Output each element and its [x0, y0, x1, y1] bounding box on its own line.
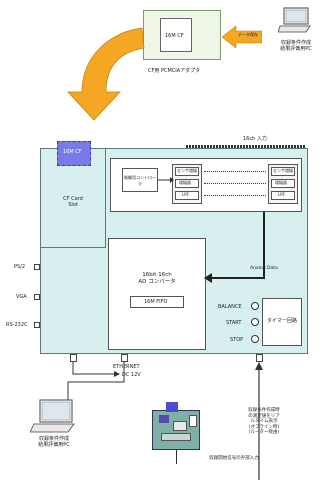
adapter-label: CF用 PCMCIAアダプタ: [148, 68, 201, 74]
control-controller: [122, 168, 158, 192]
adc-box: [108, 238, 206, 350]
circuit-board-image: [152, 410, 200, 450]
io-port-vga-connector: [34, 294, 40, 300]
amp-row-2-left: [175, 179, 199, 188]
circuit-board-cable: [166, 402, 178, 412]
cf-card-small: [57, 141, 91, 166]
io-port-ps2-connector: [34, 264, 40, 270]
ethernet-connector: [121, 354, 128, 362]
fifo-box: [130, 296, 184, 308]
io-port-vga: VGA: [16, 294, 27, 300]
amp-row-1-right-label: センサ増幅: [273, 168, 293, 173]
cf-slot-label: CF Card Slot: [63, 196, 83, 208]
controller-arrow: [158, 177, 174, 183]
laptop-top-caption: 収録条件作成 結果評価用PC: [280, 40, 312, 52]
laptop-icon: [30, 399, 75, 433]
amp-row-1-left: [175, 167, 199, 176]
control-controller-label: 制御用コントローラ: [124, 175, 156, 186]
circuit-board-chip: [159, 415, 169, 423]
stop-button[interactable]: [251, 335, 259, 343]
laptop-icon: [278, 7, 311, 33]
realtime-note: 収録条件作成時 の測定値をリア ルタイム表示 (オフライン時) (ルーター経由): [248, 408, 280, 435]
cf-card-top-label: 16M CF: [165, 33, 184, 39]
io-port-rs232c-connector: [34, 322, 40, 328]
amp-row-3-right-label: LPF: [278, 192, 285, 197]
circuit-board-component: [173, 421, 187, 431]
circuit-board-component: [161, 433, 191, 441]
save-arrow: [222, 25, 262, 49]
amp-row-1-dots: [204, 171, 266, 172]
io-port-rs232c: RS-232C: [6, 322, 28, 328]
fifo-label: 16M FIFO: [144, 299, 168, 305]
cf-card-top: [160, 18, 192, 52]
amp-row-1-left-label: センサ増幅: [177, 168, 197, 173]
cf-card-small-label: 16M CF: [63, 149, 82, 155]
amp-row-3-dots: [204, 195, 266, 196]
dc-connector: [70, 354, 77, 362]
io-port-ps2: PS/2: [14, 264, 26, 270]
amp-row-2-right-label: 増幅器: [275, 180, 287, 185]
ethernet-label: ETHERNET: [113, 364, 140, 370]
dc-line: [72, 362, 120, 377]
start-label: START: [226, 320, 242, 326]
external-input-connector: [256, 354, 263, 362]
start-button[interactable]: [251, 318, 259, 326]
amp-row-3-left-label: LPF: [182, 192, 189, 197]
analog-data-label: Analog Data: [250, 266, 278, 271]
circuit-board-lead: [176, 450, 177, 464]
laptop-bottom-caption: 収録条件作成 結果評価用PC: [38, 436, 70, 448]
amp-row-2-right: [271, 179, 295, 188]
external-signal-label: 収録開始信号の外部入力: [209, 456, 259, 461]
ethernet-line: [67, 362, 125, 402]
amp-row-3-left: [175, 191, 199, 200]
header-16ch: 16ch 入力: [243, 136, 267, 142]
transfer-arrow: [67, 27, 145, 121]
save-arrow-label: データ保存: [238, 32, 258, 37]
amp-row-1-right: [271, 167, 295, 176]
adc-title: 16bit 16ch AD コンバータ: [138, 272, 176, 285]
external-input-arrow: [255, 362, 263, 480]
balance-label: BALANCE: [218, 304, 242, 310]
cf-slot-area: [40, 148, 106, 248]
input-connector-strip: [186, 145, 306, 148]
amp-row-3-right: [271, 191, 295, 200]
circuit-board-connector: [189, 415, 197, 427]
amp-row-2-left-label: 増幅器: [179, 180, 191, 185]
balance-button[interactable]: [251, 302, 259, 310]
timer-circuit-label: タイマー回路: [266, 318, 297, 324]
dc-label: DC 12V: [122, 372, 141, 378]
timer-circuit: [262, 298, 302, 346]
analog-data-arrow: [204, 212, 265, 283]
stop-label: STOP: [230, 337, 244, 343]
amp-row-2-dots: [204, 183, 266, 184]
